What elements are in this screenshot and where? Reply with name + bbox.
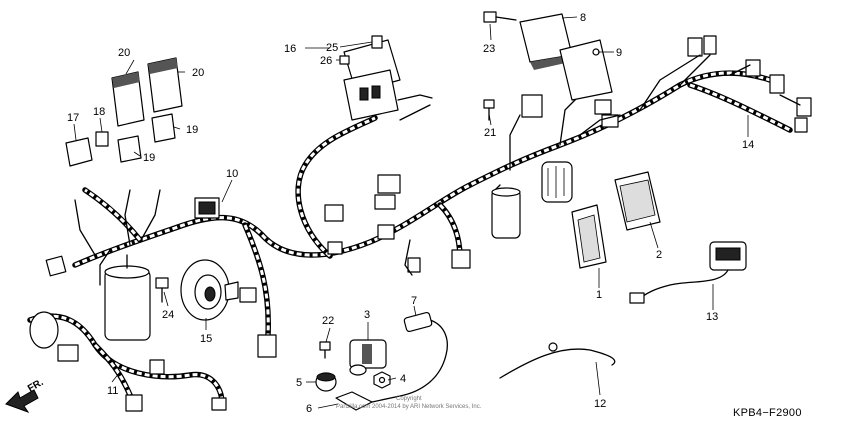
capacitor-large (104, 254, 151, 341)
callout-17: 17 (67, 112, 79, 124)
callout-9: 9 (616, 47, 622, 59)
ignition-module-2 (614, 171, 661, 231)
callout-25: 25 (326, 42, 338, 54)
callout-23: 23 (483, 43, 495, 55)
main-wire-harness (72, 70, 793, 338)
relay-19-upper (151, 113, 176, 143)
sensor-13 (629, 241, 747, 304)
callout-20-right: 20 (192, 67, 204, 79)
callout-1: 1 (596, 289, 602, 301)
callout-12: 12 (594, 398, 606, 410)
high-tension-cord-7 (403, 311, 433, 333)
callout-11: 11 (107, 385, 118, 397)
ribbed-component (541, 161, 573, 203)
relay-20-left (111, 71, 145, 127)
front-label: FR. (26, 377, 46, 395)
callout-22: 22 (322, 315, 334, 327)
fuse-box-16 (343, 39, 433, 121)
harness-wires (74, 54, 801, 286)
bolt-22 (319, 341, 331, 359)
horn-15 (180, 259, 239, 321)
callout-3: 3 (364, 309, 370, 321)
nut-4 (373, 371, 391, 389)
fuse-18 (95, 131, 109, 147)
leader-lines (73, 16, 749, 409)
callout-numbers: 1 2 3 4 5 6 7 8 9 10 11 12 13 14 15 16 1… (67, 12, 754, 415)
callout-8: 8 (580, 12, 586, 24)
plug-cap-seal-5 (315, 372, 337, 392)
fuse-25 (371, 35, 383, 49)
callout-20-left: 20 (118, 47, 130, 59)
bolt-23 (483, 11, 517, 23)
callout-2: 2 (656, 249, 662, 261)
spark-plug-cap-6 (335, 319, 448, 411)
copyright-line-2: Partzilla.com 2004-2014 by ARI Network S… (336, 404, 482, 410)
capacitor-small (491, 187, 521, 239)
callout-21: 21 (484, 127, 496, 139)
callout-24: 24 (162, 309, 174, 321)
callout-26: 26 (320, 55, 332, 67)
callout-7: 7 (411, 295, 417, 307)
lead-wire-12 (499, 342, 616, 379)
callout-18: 18 (93, 106, 105, 118)
callout-15: 15 (200, 333, 212, 345)
copyright-line-1: Copyright (396, 396, 422, 402)
sub-harness-capacitor (29, 311, 59, 349)
regulator-rectifier-1 (571, 204, 607, 269)
callout-19-lower: 19 (143, 152, 155, 164)
callout-19-upper: 19 (186, 124, 198, 136)
relay-20-right (147, 57, 183, 113)
diagram-code: KPB4−F2900 (733, 407, 802, 419)
callout-4: 4 (400, 373, 406, 385)
ignition-coil-3 (349, 339, 387, 376)
bracket-9 (559, 39, 613, 101)
callout-13: 13 (706, 311, 718, 323)
bolt-21 (483, 99, 495, 121)
relay-19-lower (117, 135, 142, 163)
callout-10: 10 (226, 168, 238, 180)
sub-harness-11 (27, 313, 225, 403)
harness-connectors (45, 35, 812, 412)
callout-5: 5 (296, 377, 302, 389)
callout-16: 16 (284, 43, 296, 55)
bolt-24 (155, 277, 169, 303)
callout-6: 6 (306, 403, 312, 415)
relay-17 (65, 137, 93, 167)
callout-14: 14 (742, 139, 754, 151)
clip-26 (339, 55, 350, 65)
front-direction-arrow: FR. (5, 377, 46, 413)
